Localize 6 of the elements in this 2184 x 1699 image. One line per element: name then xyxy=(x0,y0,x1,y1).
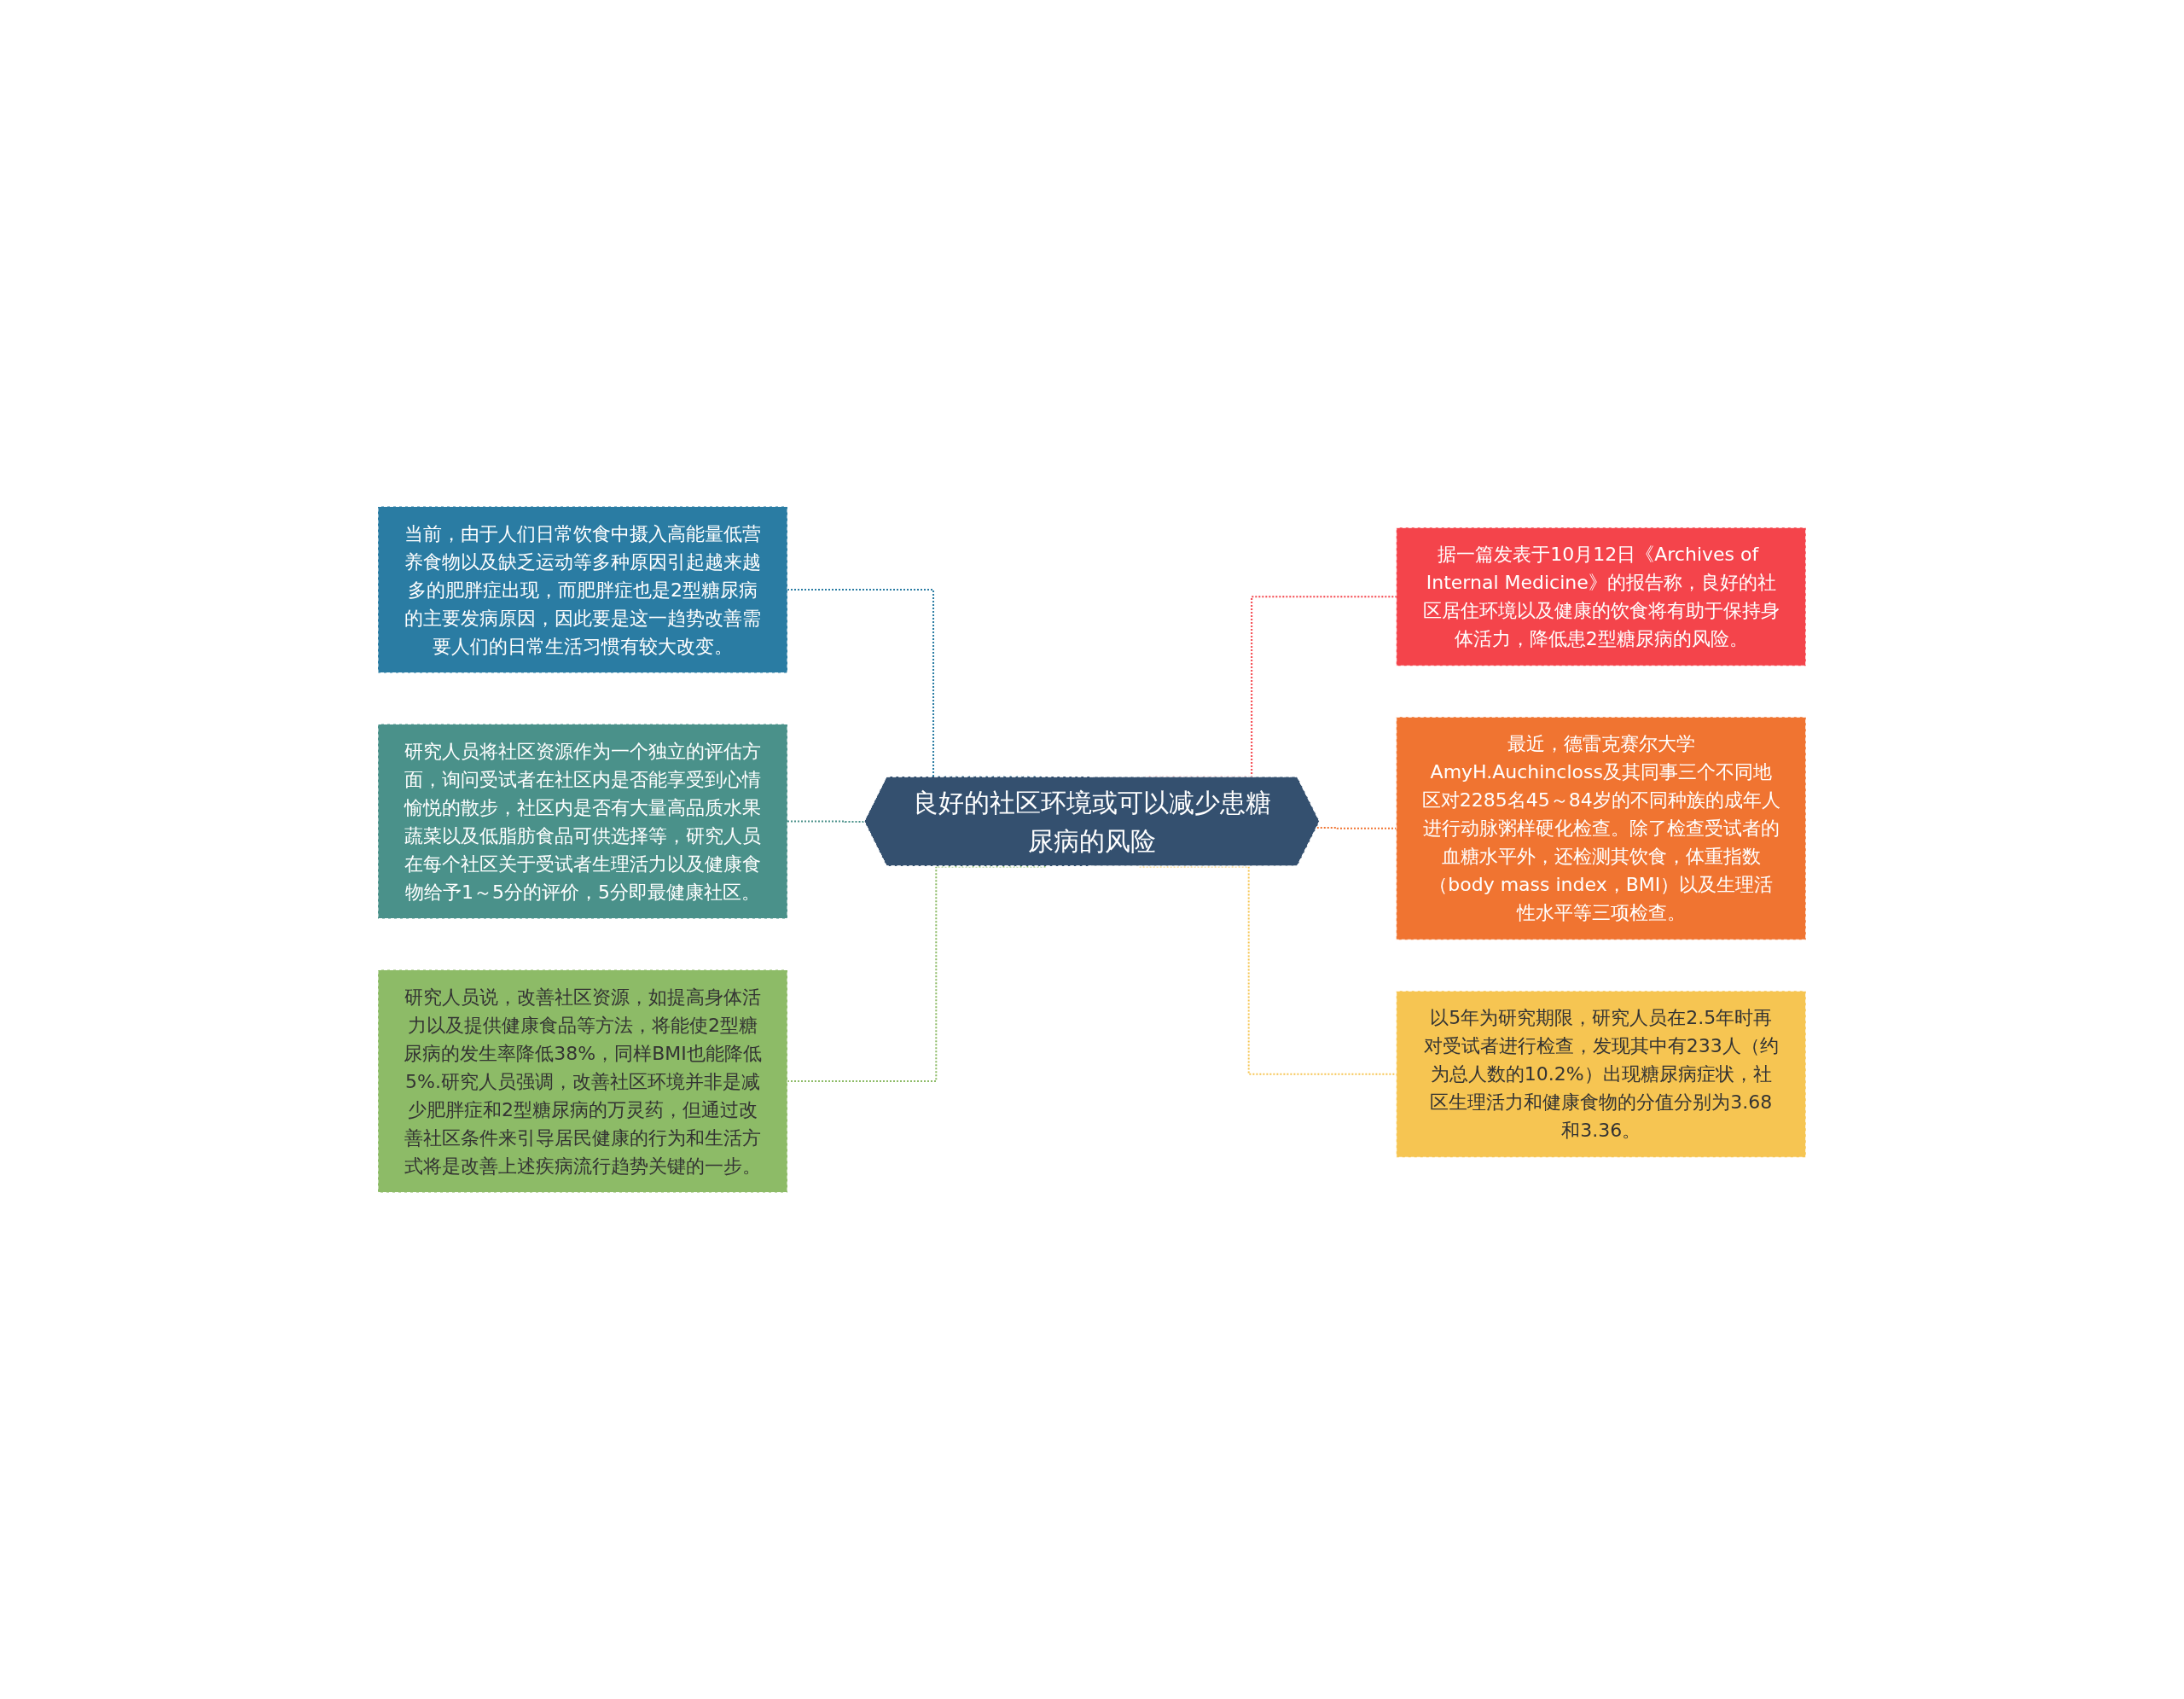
node-box: 最近，德雷克赛尔大学AmyH.Auchincloss及其同事三个不同地区对2285名45～84岁的不同种族的成年人进行动脉粥样硬化检查。除了检查受试者的血糖水平外，还检测其饮食，体重指数（body mass index，BMI）以及生理活性水平等三项检查。 xyxy=(1396,716,1807,940)
node-box: 研究人员说，改善社区资源，如提高身体活力以及提供健康食品等方法，将能使2型糖尿病的发生率降低38%，同样BMI也能降低5%.研究人员强调，改善社区环境并非是减少肥胖症和2型糖尿病的万灵药，但通过改善社区条件来引导居民健康的行为和生活方式将是改善上述疾病流行趋势关键的一步。 xyxy=(377,969,788,1193)
node-box: 研究人员将社区资源作为一个独立的评估方面，询问受试者在社区内是否能享受到心情愉悦的散步，社区内是否有大量高品质水果蔬菜以及低脂肪食品可供选择等，研究人员在每个社区关于受试者生理活力以及健康食物给予1～5分的评价，5分即最健康社区。 xyxy=(377,724,788,919)
node-box: 据一篇发表于10月12日《Archives of Internal Medicine》的报告称，良好的社区居住环境以及健康的饮食将有助于保持身体活力，降低患2型糖尿病的风险。 xyxy=(1396,527,1807,666)
node-box: 当前，由于人们日常饮食中摄入高能量低营养食物以及缺乏运动等多种原因引起越来越多的肥胖症出现，而肥胖症也是2型糖尿病的主要发病原因，因此要是这一趋势改善需要人们的日常生活习惯有较大改变。 xyxy=(377,506,788,673)
node-box: 以5年为研究期限，研究人员在2.5年时再对受试者进行检查，发现其中有233人（约为总人数的10.2%）出现糖尿病症状，社区生理活力和健康食物的分值分别为3.68和3.36。 xyxy=(1396,990,1807,1158)
